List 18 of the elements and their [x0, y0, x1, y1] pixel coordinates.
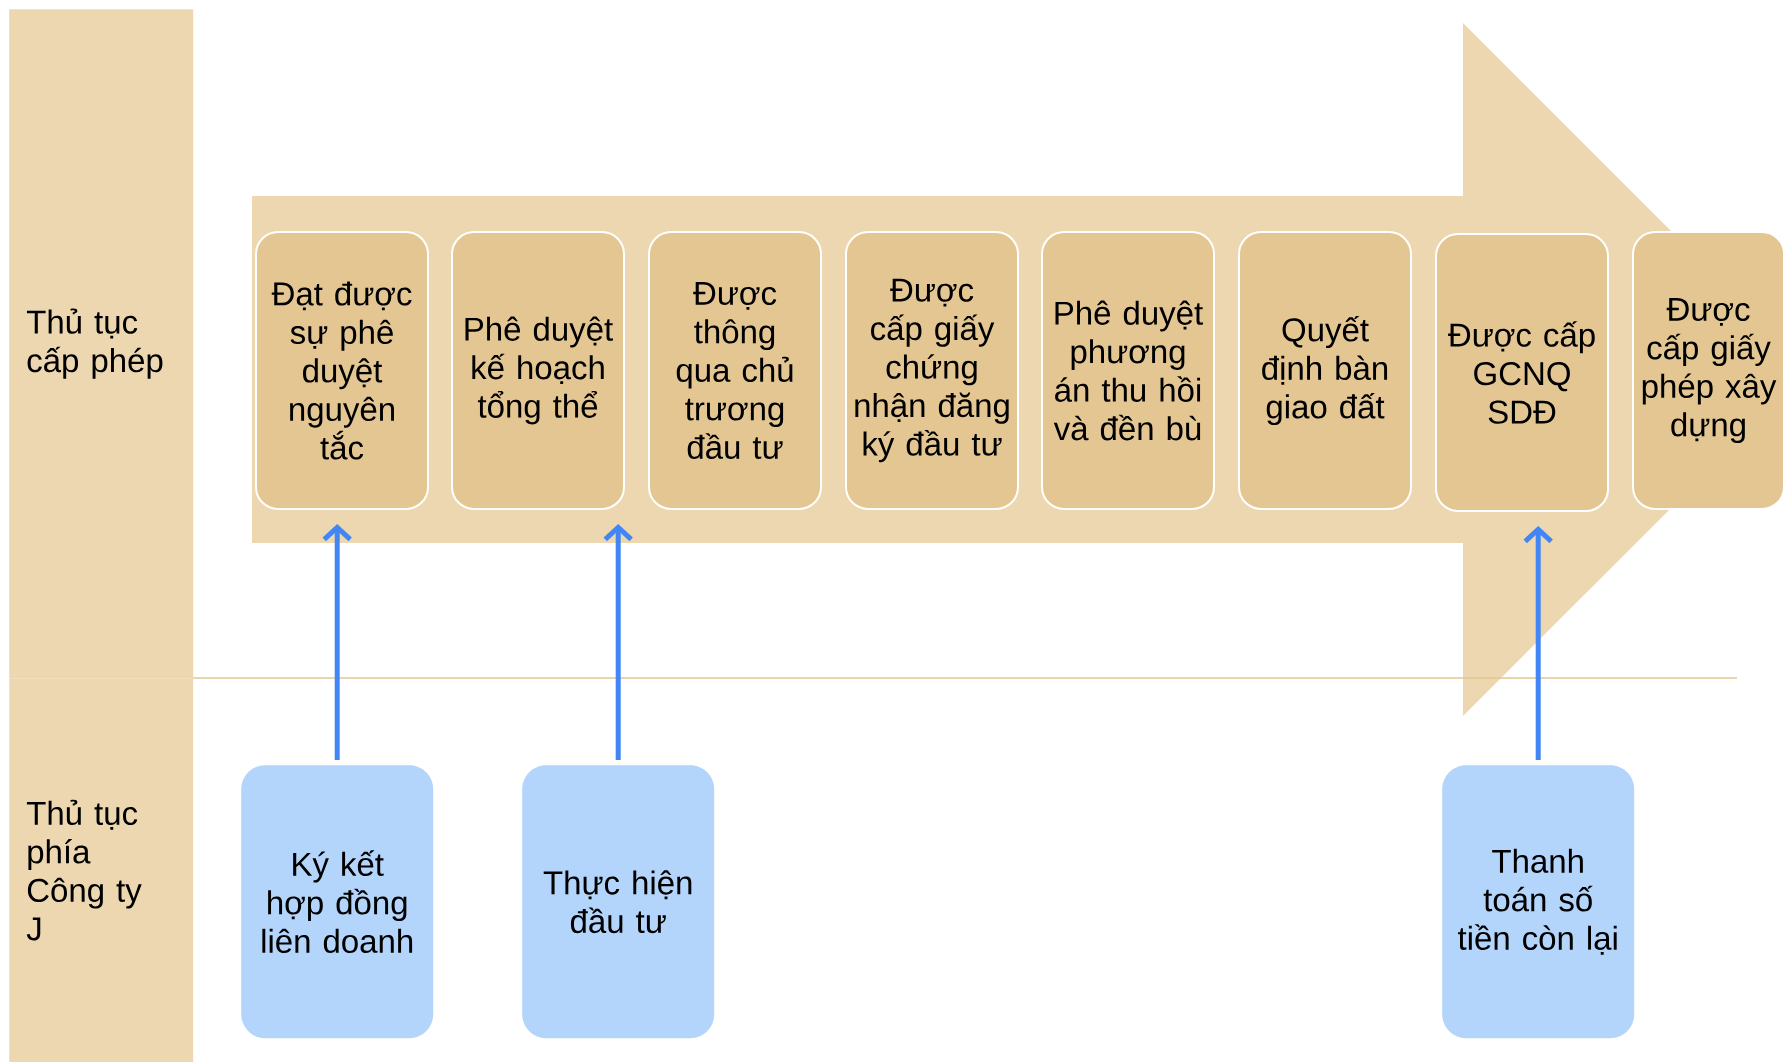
- lane-header: Thủ tục cấp phép: [9, 9, 194, 679]
- process-box: Được cấp giấy chứng nhận đăng ký đầu tư: [845, 231, 1019, 510]
- node-label: Thủ tục phía Công ty J: [26, 799, 142, 941]
- process-box: Được thông qua chủ trương đầu tư: [648, 231, 822, 510]
- task-box: Ký kết hợp đồng liên doanh: [241, 765, 434, 1039]
- process-box: Được cấp GCNQ SDĐ: [1435, 233, 1609, 512]
- process-box: Được cấp giấy phép xây dựng: [1632, 231, 1783, 510]
- node-label: Thủ tục cấp phép: [26, 308, 163, 379]
- arrow: [1523, 526, 1553, 760]
- arrow: [603, 524, 633, 760]
- process-box: Quyết định bàn giao đất: [1238, 231, 1412, 510]
- process-box: Phê duyệt phương án thu hồi và đền bù: [1041, 231, 1215, 510]
- task-box: Thực hiện đầu tư: [522, 765, 715, 1039]
- lane-header: Thủ tục phía Công ty J: [9, 678, 194, 1062]
- process-box: Phê duyệt kế hoạch tổng thể: [451, 231, 625, 510]
- task-box: Thanh toán số tiền còn lại: [1442, 765, 1635, 1039]
- arrow: [322, 524, 352, 760]
- process-box: Đạt được sự phê duyệt nguyên tắc: [255, 231, 429, 510]
